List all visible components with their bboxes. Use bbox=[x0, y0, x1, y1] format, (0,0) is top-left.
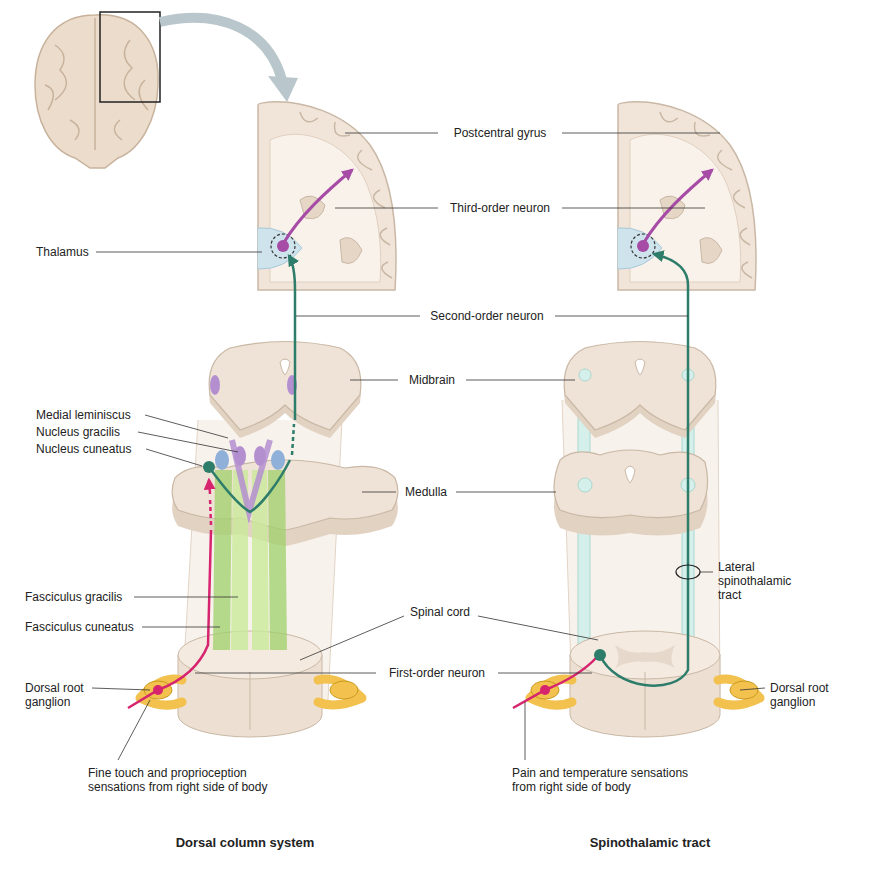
sensation-caption: Pain and temperature sensations from rig… bbox=[512, 766, 712, 794]
sensation-caption: Fine touch and proprioception sensations… bbox=[88, 766, 288, 794]
structure-label: Thalamus bbox=[36, 245, 116, 259]
structure-label: Nucleus cuneatus bbox=[36, 442, 166, 456]
structure-label: Medulla bbox=[396, 485, 456, 499]
structure-label: Nucleus gracilis bbox=[36, 425, 166, 439]
panel-title: Spinothalamic tract bbox=[555, 836, 745, 850]
structure-label: Fasciculus cuneatus bbox=[25, 620, 155, 634]
neuron-label: First-order neuron bbox=[372, 666, 502, 680]
neuron-label: Second-order neuron bbox=[412, 309, 562, 323]
structure-label: Medial leminiscus bbox=[36, 408, 166, 422]
structure-label: Postcentral gyrus bbox=[440, 126, 560, 140]
structure-label: Midbrain bbox=[397, 373, 467, 387]
structure-label: Lateral spinothalamic tract bbox=[718, 560, 808, 602]
structure-label: Dorsal root ganglion bbox=[25, 681, 100, 709]
neuron-label: Third-order neuron bbox=[430, 201, 570, 215]
structure-label: Dorsal root ganglion bbox=[770, 681, 845, 709]
structure-label: Spinal cord bbox=[400, 605, 480, 619]
structure-label: Fasciculus gracilis bbox=[25, 590, 155, 604]
panel-title: Dorsal column system bbox=[150, 836, 340, 850]
